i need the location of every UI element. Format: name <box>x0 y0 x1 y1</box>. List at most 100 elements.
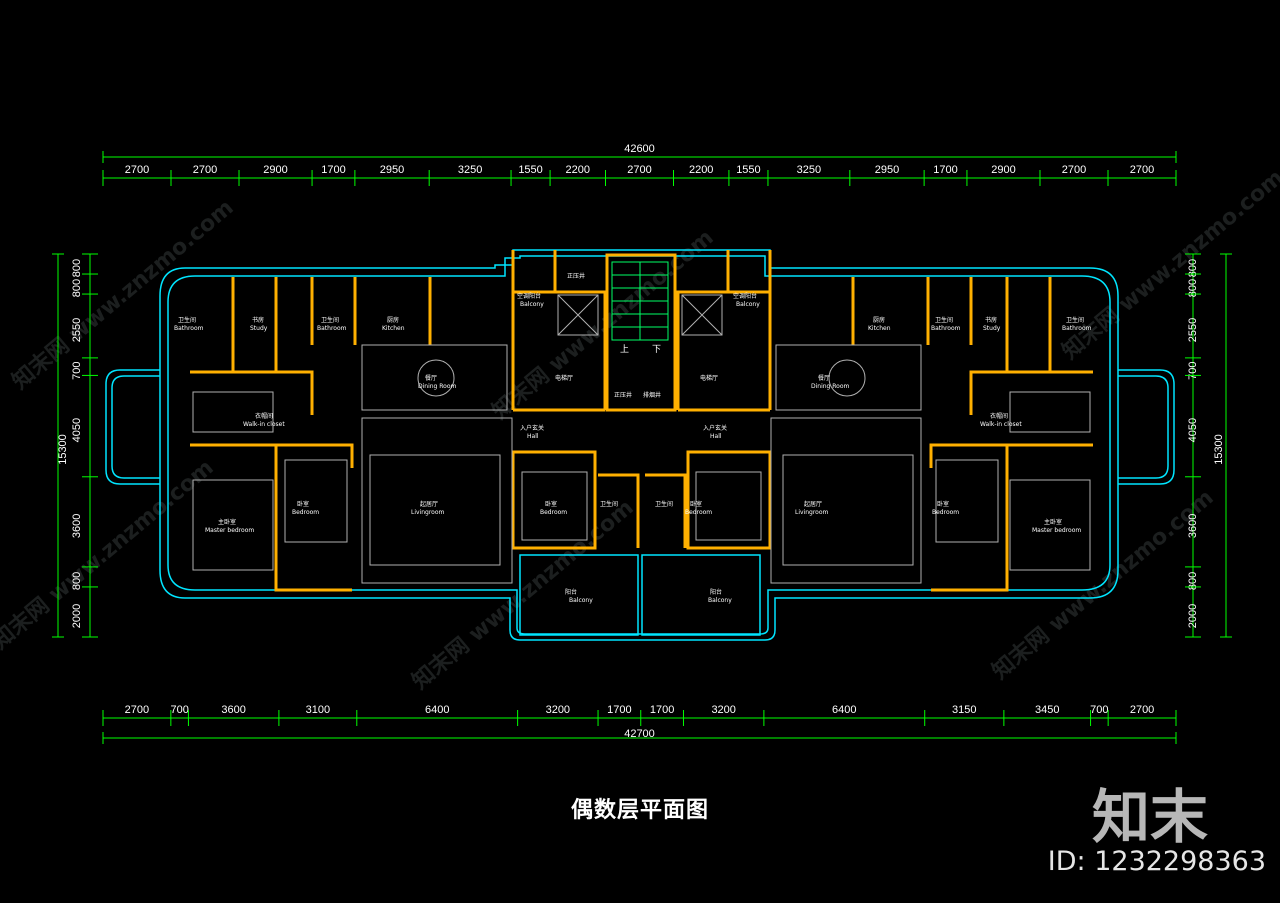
label-dining-left-en: Dining Room <box>418 383 457 390</box>
label-elevator-hall-right: 电梯厅 <box>700 374 718 382</box>
label-dining-left: 餐厅 <box>425 374 437 382</box>
watermark-text: 知末网 www.znzmo.com <box>487 224 718 424</box>
label-study-left: 书房 <box>252 316 264 324</box>
label-bathroom-core-right: 卫生间 <box>655 500 673 508</box>
label-balcony-left: 空调阳台 <box>517 292 541 300</box>
furniture-layer <box>192 294 1091 584</box>
bottom-total-label: 42700 <box>624 728 655 740</box>
label-kitchen-left: 厨房 <box>387 316 399 324</box>
top-dimension-label: 2950 <box>380 164 404 176</box>
label-stair-down: 下 <box>652 345 661 355</box>
watermark-text: 知末网 www.znzmo.com <box>407 494 638 694</box>
label-garden-balcony-right: 阳台 <box>710 588 722 596</box>
label-kitchen-right: 厨房 <box>873 316 885 324</box>
top-dimension-label: 1550 <box>518 164 542 176</box>
right-dimension-label: 3600 <box>1187 514 1199 538</box>
left-dimension-label: 4050 <box>71 418 83 442</box>
left-dimension-label: 800 <box>71 259 83 277</box>
bottom-dimension-label: 3200 <box>546 704 570 716</box>
top-dimension-label: 1700 <box>933 164 957 176</box>
top-dimension-label: 2700 <box>1130 164 1154 176</box>
label-dining-right: 餐厅 <box>818 374 830 382</box>
label-study-left-en: Study <box>250 325 268 332</box>
label-pressure-well-2: 正压井 <box>614 391 632 399</box>
left-dimension-label: 700 <box>71 361 83 379</box>
label-elevator-hall-left: 电梯厅 <box>555 374 573 382</box>
top-total-label: 42600 <box>624 143 655 155</box>
label-bathroom-left-2: 卫生间 <box>321 316 339 324</box>
top-dimension-label: 2200 <box>566 164 590 176</box>
label-bedroom-left-en: Bedroom <box>292 509 319 516</box>
label-hall-right: 入户玄关 <box>703 424 727 432</box>
label-garden-balcony-left-en: Balcony <box>569 597 593 604</box>
label-bedroom-right-en: Bedroom <box>932 509 959 516</box>
label-living-left-en: Livingroom <box>411 509 445 516</box>
label-dining-right-en: Dining Room <box>811 383 850 390</box>
label-living-right-en: Livingroom <box>795 509 829 516</box>
top-dimension-label: 2700 <box>1062 164 1086 176</box>
label-master-left: 主卧室 <box>218 518 236 526</box>
right-dimension-label: 800 <box>1187 259 1199 277</box>
bottom-dimension-label: 1700 <box>650 704 674 716</box>
label-living-left: 起居厅 <box>420 500 438 508</box>
bottom-dimension-label: 700 <box>1090 704 1108 716</box>
bottom-dimension-label: 1700 <box>607 704 631 716</box>
bottom-dimension-label: 700 <box>170 704 188 716</box>
watermark-text: 知末网 www.znzmo.com <box>0 454 219 654</box>
label-bedroom-core-right-en: Bedroom <box>685 509 712 516</box>
label-closet-right-en: Walk-in closet <box>980 421 1022 428</box>
right-total-label: 15300 <box>1213 434 1225 465</box>
top-dimension-label: 1700 <box>321 164 345 176</box>
label-pressure-well: 正压井 <box>567 272 585 280</box>
right-dimension-label: 2550 <box>1187 318 1199 342</box>
wall-layer <box>190 250 1093 592</box>
building-outline <box>105 249 1175 641</box>
drawing-title: 偶数层平面图 <box>570 798 709 823</box>
right-dimension-label: 4050 <box>1187 418 1199 442</box>
bottom-dimension-label: 2700 <box>1130 704 1154 716</box>
room-labels: 卫生间 Bathroom 书房 Study 卫生间 Bathroom 厨房 Ki… <box>174 272 1092 604</box>
top-dimension-label: 1550 <box>736 164 760 176</box>
left-total-label: 15300 <box>57 434 69 465</box>
bottom-dimension-label: 3600 <box>221 704 245 716</box>
top-dimension-label: 2700 <box>627 164 651 176</box>
bottom-dimension-label: 3100 <box>306 704 330 716</box>
label-bedroom-core-left-en: Bedroom <box>540 509 567 516</box>
label-hall-left-en: Hall <box>527 433 539 440</box>
label-master-right-en: Master bedroom <box>1032 527 1081 534</box>
watermark-layer: 知末网 www.znzmo.com 知末网 www.znzmo.com 知末网 … <box>0 164 1280 694</box>
label-bedroom-core-right: 卧室 <box>690 500 702 508</box>
bottom-dimension-label: 3150 <box>952 704 976 716</box>
label-master-left-en: Master bedroom <box>205 527 254 534</box>
left-dimension-label: 3600 <box>71 514 83 538</box>
label-kitchen-right-en: Kitchen <box>868 325 891 332</box>
stair-core <box>611 261 669 341</box>
label-closet-left: 衣帽间 <box>255 412 273 420</box>
label-bedroom-right: 卧室 <box>937 500 949 508</box>
label-bathroom-left-2-en: Bathroom <box>317 325 347 332</box>
label-bathroom-core-left: 卫生间 <box>600 500 618 508</box>
label-master-right: 主卧室 <box>1044 518 1062 526</box>
label-living-right: 起居厅 <box>804 500 822 508</box>
bottom-dimension-label: 6400 <box>425 704 449 716</box>
label-balcony-left-en: Balcony <box>520 301 544 308</box>
label-stair-up: 上 <box>620 344 629 355</box>
right-dimension-label: 800 <box>1187 572 1199 590</box>
top-dimension-label: 2200 <box>689 164 713 176</box>
top-dimension-label: 2900 <box>263 164 287 176</box>
watermark-text: 知末网 www.znzmo.com <box>7 194 238 394</box>
image-id-label: ID: 1232298363 <box>1047 846 1266 877</box>
label-bedroom-left: 卧室 <box>297 500 309 508</box>
label-bathroom-right-2-en: Bathroom <box>931 325 961 332</box>
left-dimension-label: 800 <box>71 279 83 297</box>
label-closet-right: 衣帽间 <box>990 412 1008 420</box>
label-bedroom-core-left: 卧室 <box>545 500 557 508</box>
label-kitchen-left-en: Kitchen <box>382 325 405 332</box>
label-study-right-en: Study <box>983 325 1001 332</box>
label-closet-left-en: Walk-in closet <box>243 421 285 428</box>
bottom-dimension-label: 2700 <box>125 704 149 716</box>
top-dimension-label: 2700 <box>125 164 149 176</box>
left-dimension-label: 2550 <box>71 318 83 342</box>
